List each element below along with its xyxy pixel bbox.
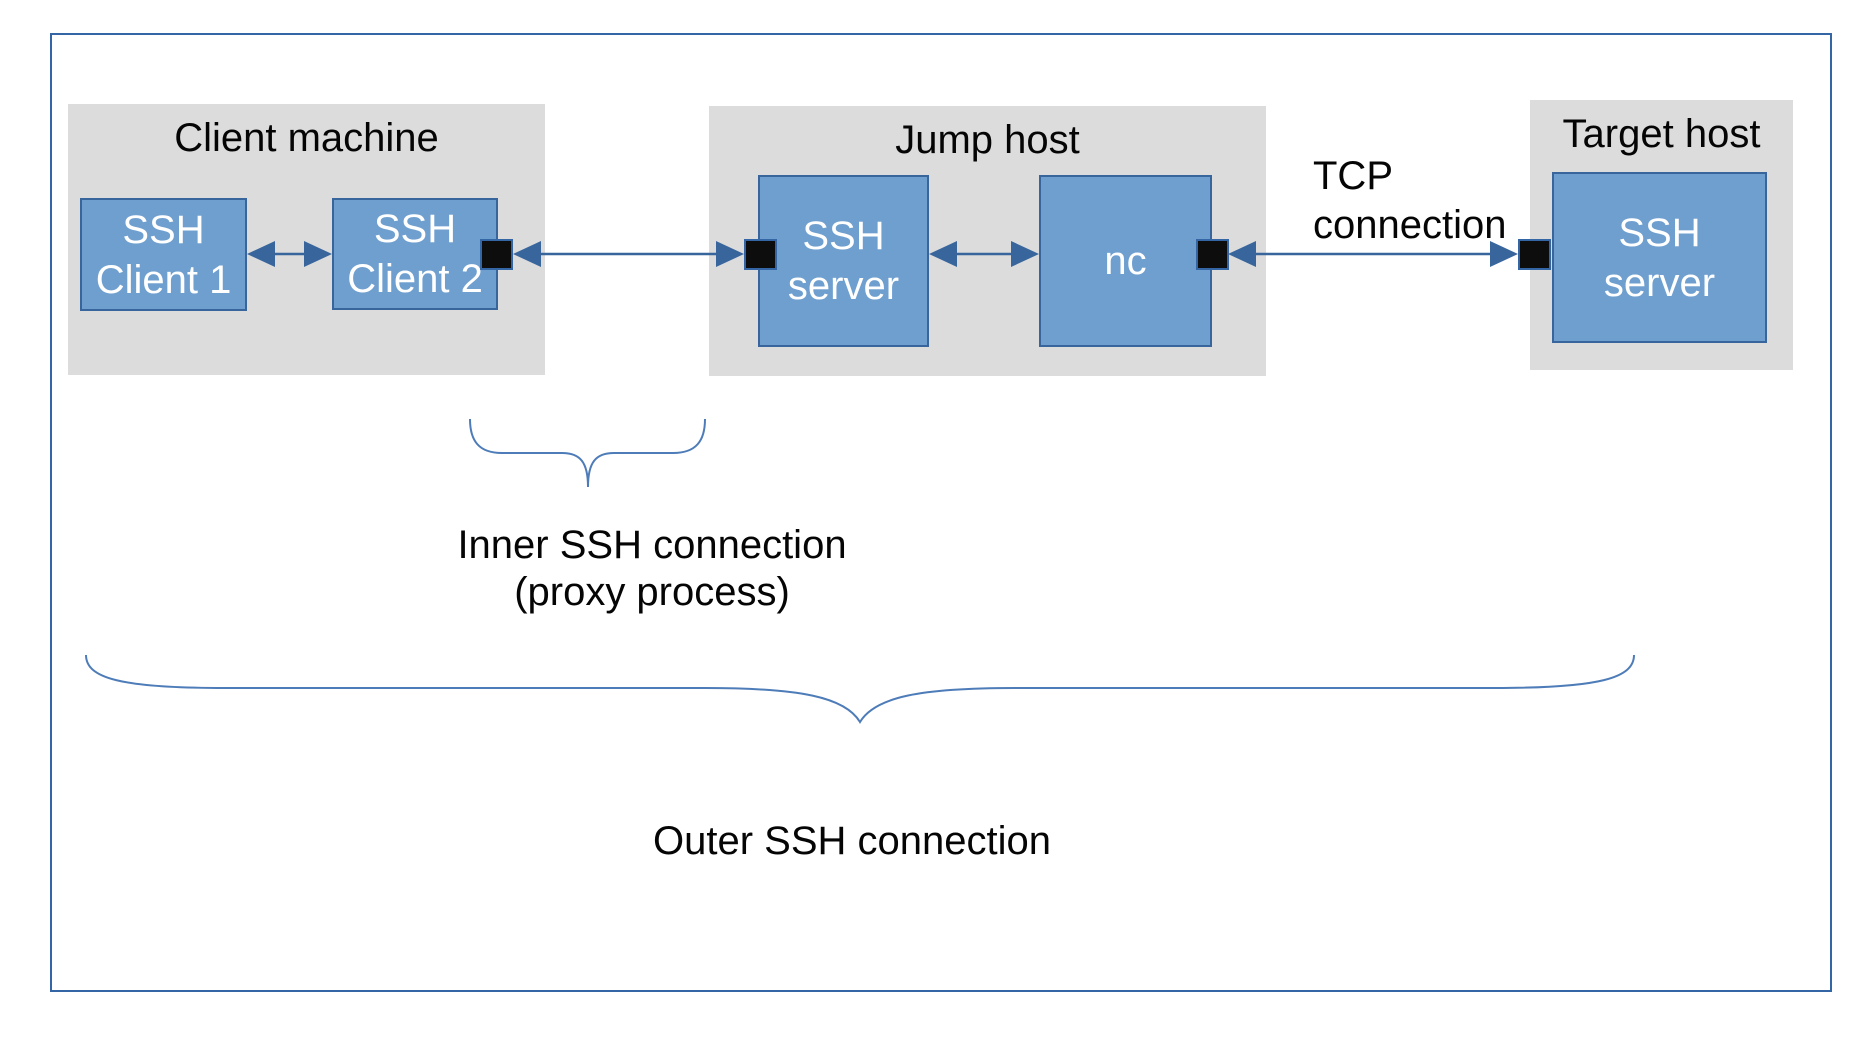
group-title-jump-host: Jump host xyxy=(895,118,1080,162)
inner-ssh-connection-label: Inner SSH connection (proxy process) xyxy=(457,523,847,614)
node-ssh-client-1: SSH Client 1 xyxy=(80,198,247,311)
node-ssh-client-2: SSH Client 2 xyxy=(332,198,498,310)
tcp-connection-label: TCP connection xyxy=(1313,154,1507,247)
node-jump-ssh-server: SSH server xyxy=(758,175,929,347)
port-nc xyxy=(1196,239,1229,270)
port-target-ssh-server xyxy=(1518,239,1551,270)
node-nc: nc xyxy=(1039,175,1212,347)
port-ssh-client-2 xyxy=(480,239,513,270)
node-label-ssh-client-1: SSH Client 1 xyxy=(95,207,232,302)
node-label-nc: nc xyxy=(1104,239,1147,283)
group-title-target-host: Target host xyxy=(1562,112,1761,156)
node-label-ssh-client-2: SSH Client 2 xyxy=(347,207,483,301)
node-label-target-ssh-server: SSH server xyxy=(1603,210,1716,305)
node-label-jump-ssh-server: SSH server xyxy=(787,214,900,308)
port-jump-ssh-server xyxy=(744,239,777,270)
node-target-ssh-server: SSH server xyxy=(1552,172,1767,343)
group-title-client-machine: Client machine xyxy=(174,116,439,160)
outer-ssh-connection-label: Outer SSH connection xyxy=(653,819,1051,863)
diagram-frame xyxy=(50,33,1832,992)
